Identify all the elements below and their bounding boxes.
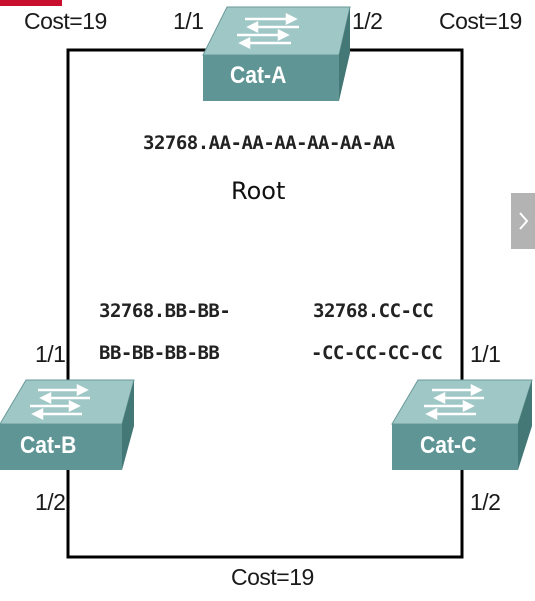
switch-label-cat-b: Cat-B	[20, 432, 77, 459]
link-cat-a-cat-c	[340, 48, 464, 385]
root-label: Root	[231, 177, 286, 205]
bridge-id-cat-c-line1: 32768.CC-CC	[313, 300, 434, 322]
cost-label-a-b: Cost=19	[24, 8, 107, 34]
chevron-right-icon	[519, 212, 529, 230]
port-label-cat-c-1-2: 1/2	[470, 489, 501, 515]
cost-label-a-c: Cost=19	[439, 8, 522, 34]
bridge-id-cat-b-line2: BB-BB-BB-BB	[99, 342, 220, 364]
next-slide-button[interactable]	[511, 193, 535, 249]
bridge-id-cat-a: 32768.AA-AA-AA-AA-AA-AA	[143, 132, 395, 154]
switch-icon-cat-a	[202, 6, 351, 101]
link-cat-b-cat-c	[66, 470, 464, 559]
port-label-cat-a-1-2: 1/2	[352, 8, 383, 34]
port-label-cat-c-1-1: 1/1	[470, 341, 501, 367]
switch-label-cat-a: Cat-A	[230, 62, 287, 89]
bridge-id-cat-b-line1: 32768.BB-BB-	[99, 300, 231, 322]
switch-label-cat-c: Cat-C	[420, 432, 477, 459]
accent-bar	[0, 0, 62, 6]
bridge-id-cat-c-line2: -CC-CC-CC-CC	[311, 342, 443, 364]
switch-icon-cat-b	[0, 379, 135, 470]
port-label-cat-b-1-1: 1/1	[35, 341, 66, 367]
port-label-cat-a-1-1: 1/1	[173, 8, 204, 34]
cost-label-b-c: Cost=19	[231, 564, 314, 590]
link-cat-a-cat-b	[66, 48, 210, 385]
port-label-cat-b-1-2: 1/2	[35, 489, 66, 515]
switch-icon-cat-c	[391, 379, 533, 470]
